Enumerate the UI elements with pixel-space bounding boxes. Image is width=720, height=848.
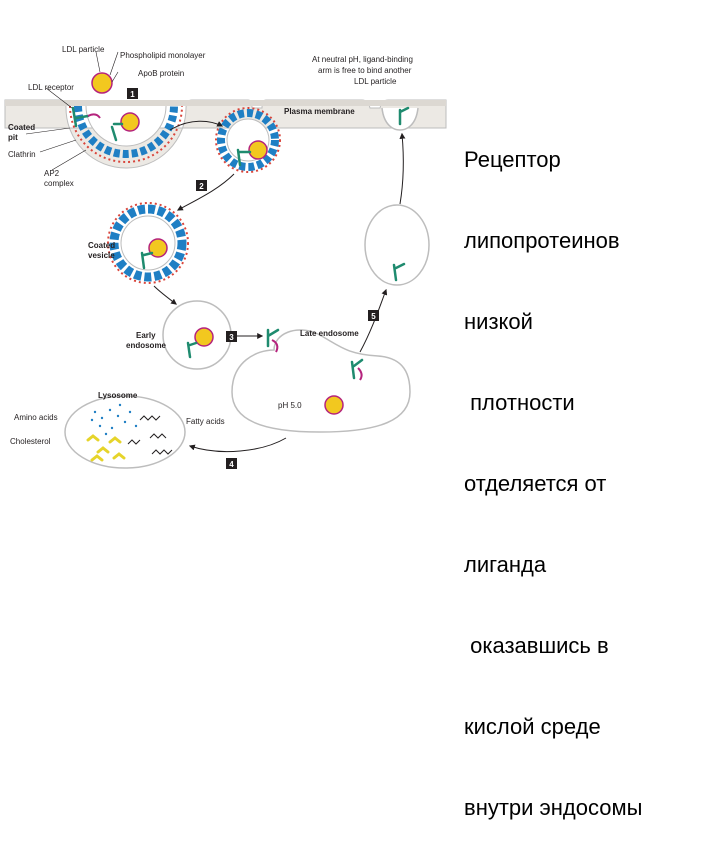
caption-line: лиганда [464,552,547,577]
label-coated-pit-1: Coated [8,123,35,132]
caption-line: кислой среде [464,714,601,739]
label-coated-vesicle-1: Coated [88,241,115,250]
label-ldl-particle: LDL particle [62,45,105,54]
step-1: 1 [130,90,135,99]
label-coated-pit-2: pit [8,133,18,142]
label-neutral-ph-1: At neutral pH, ligand-binding [312,55,413,64]
label-neutral-ph-3: LDL particle [354,77,397,86]
label-clathrin: Clathrin [8,150,36,159]
label-cholesterol: Cholesterol [10,437,51,446]
ldl-receptors [71,106,410,380]
lysosome [64,395,186,469]
leader-lines [25,51,119,171]
label-early-endosome-2: endosome [126,341,167,350]
step-2: 2 [199,182,204,191]
plasma-membrane-band [5,100,446,106]
label-early-endosome-1: Early [136,331,156,340]
ldl-particle-surface [91,72,344,415]
slide-caption: Рецептор липопротеинов низкой плотности … [464,92,714,848]
label-ap2-2: complex [44,179,74,188]
label-plasma-membrane: Plasma membrane [284,107,355,116]
label-coated-vesicle-2: vesicle [88,251,115,260]
caption-line: низкой [464,309,533,334]
recycling-vesicle [364,204,430,286]
caption-line: оказавшись в [464,633,609,658]
coated-vesicle [107,202,189,284]
step-markers: 1 2 3 4 5 [127,88,379,469]
caption-line: внутри эндосомы [464,795,643,820]
cholesterol-shapes [86,434,126,462]
step-3: 3 [229,333,234,342]
label-amino-acids: Amino acids [14,413,58,422]
fatty-acid-zigzags [127,415,173,455]
caption-line: Рецептор [464,147,561,172]
caption-line: липопротеинов [464,228,620,253]
label-lysosome: Lysosome [98,391,138,400]
caption-line: плотности [464,390,575,415]
caption-line: отделяется от [464,471,607,496]
label-fatty-acids: Fatty acids [186,417,225,426]
late-endosome [231,329,411,433]
receptor-ligand-arms [87,113,363,381]
amino-acid-dots [90,403,138,436]
step-5: 5 [371,312,376,321]
label-phospholipid-monolayer: Phospholipid monolayer [120,51,206,60]
label-apob-protein: ApoB protein [138,69,184,78]
label-late-endosome: Late endosome [300,329,359,338]
label-ap2-1: AP2 [44,169,60,178]
label-ldl-receptor: LDL receptor [28,83,74,92]
label-neutral-ph-2: arm is free to bind another [318,66,412,75]
step-4: 4 [229,460,234,469]
ldl-endocytosis-diagram: 1 2 3 4 5 LDL particle Phospholipid mono… [4,45,447,469]
label-ph: pH 5.0 [278,401,302,410]
